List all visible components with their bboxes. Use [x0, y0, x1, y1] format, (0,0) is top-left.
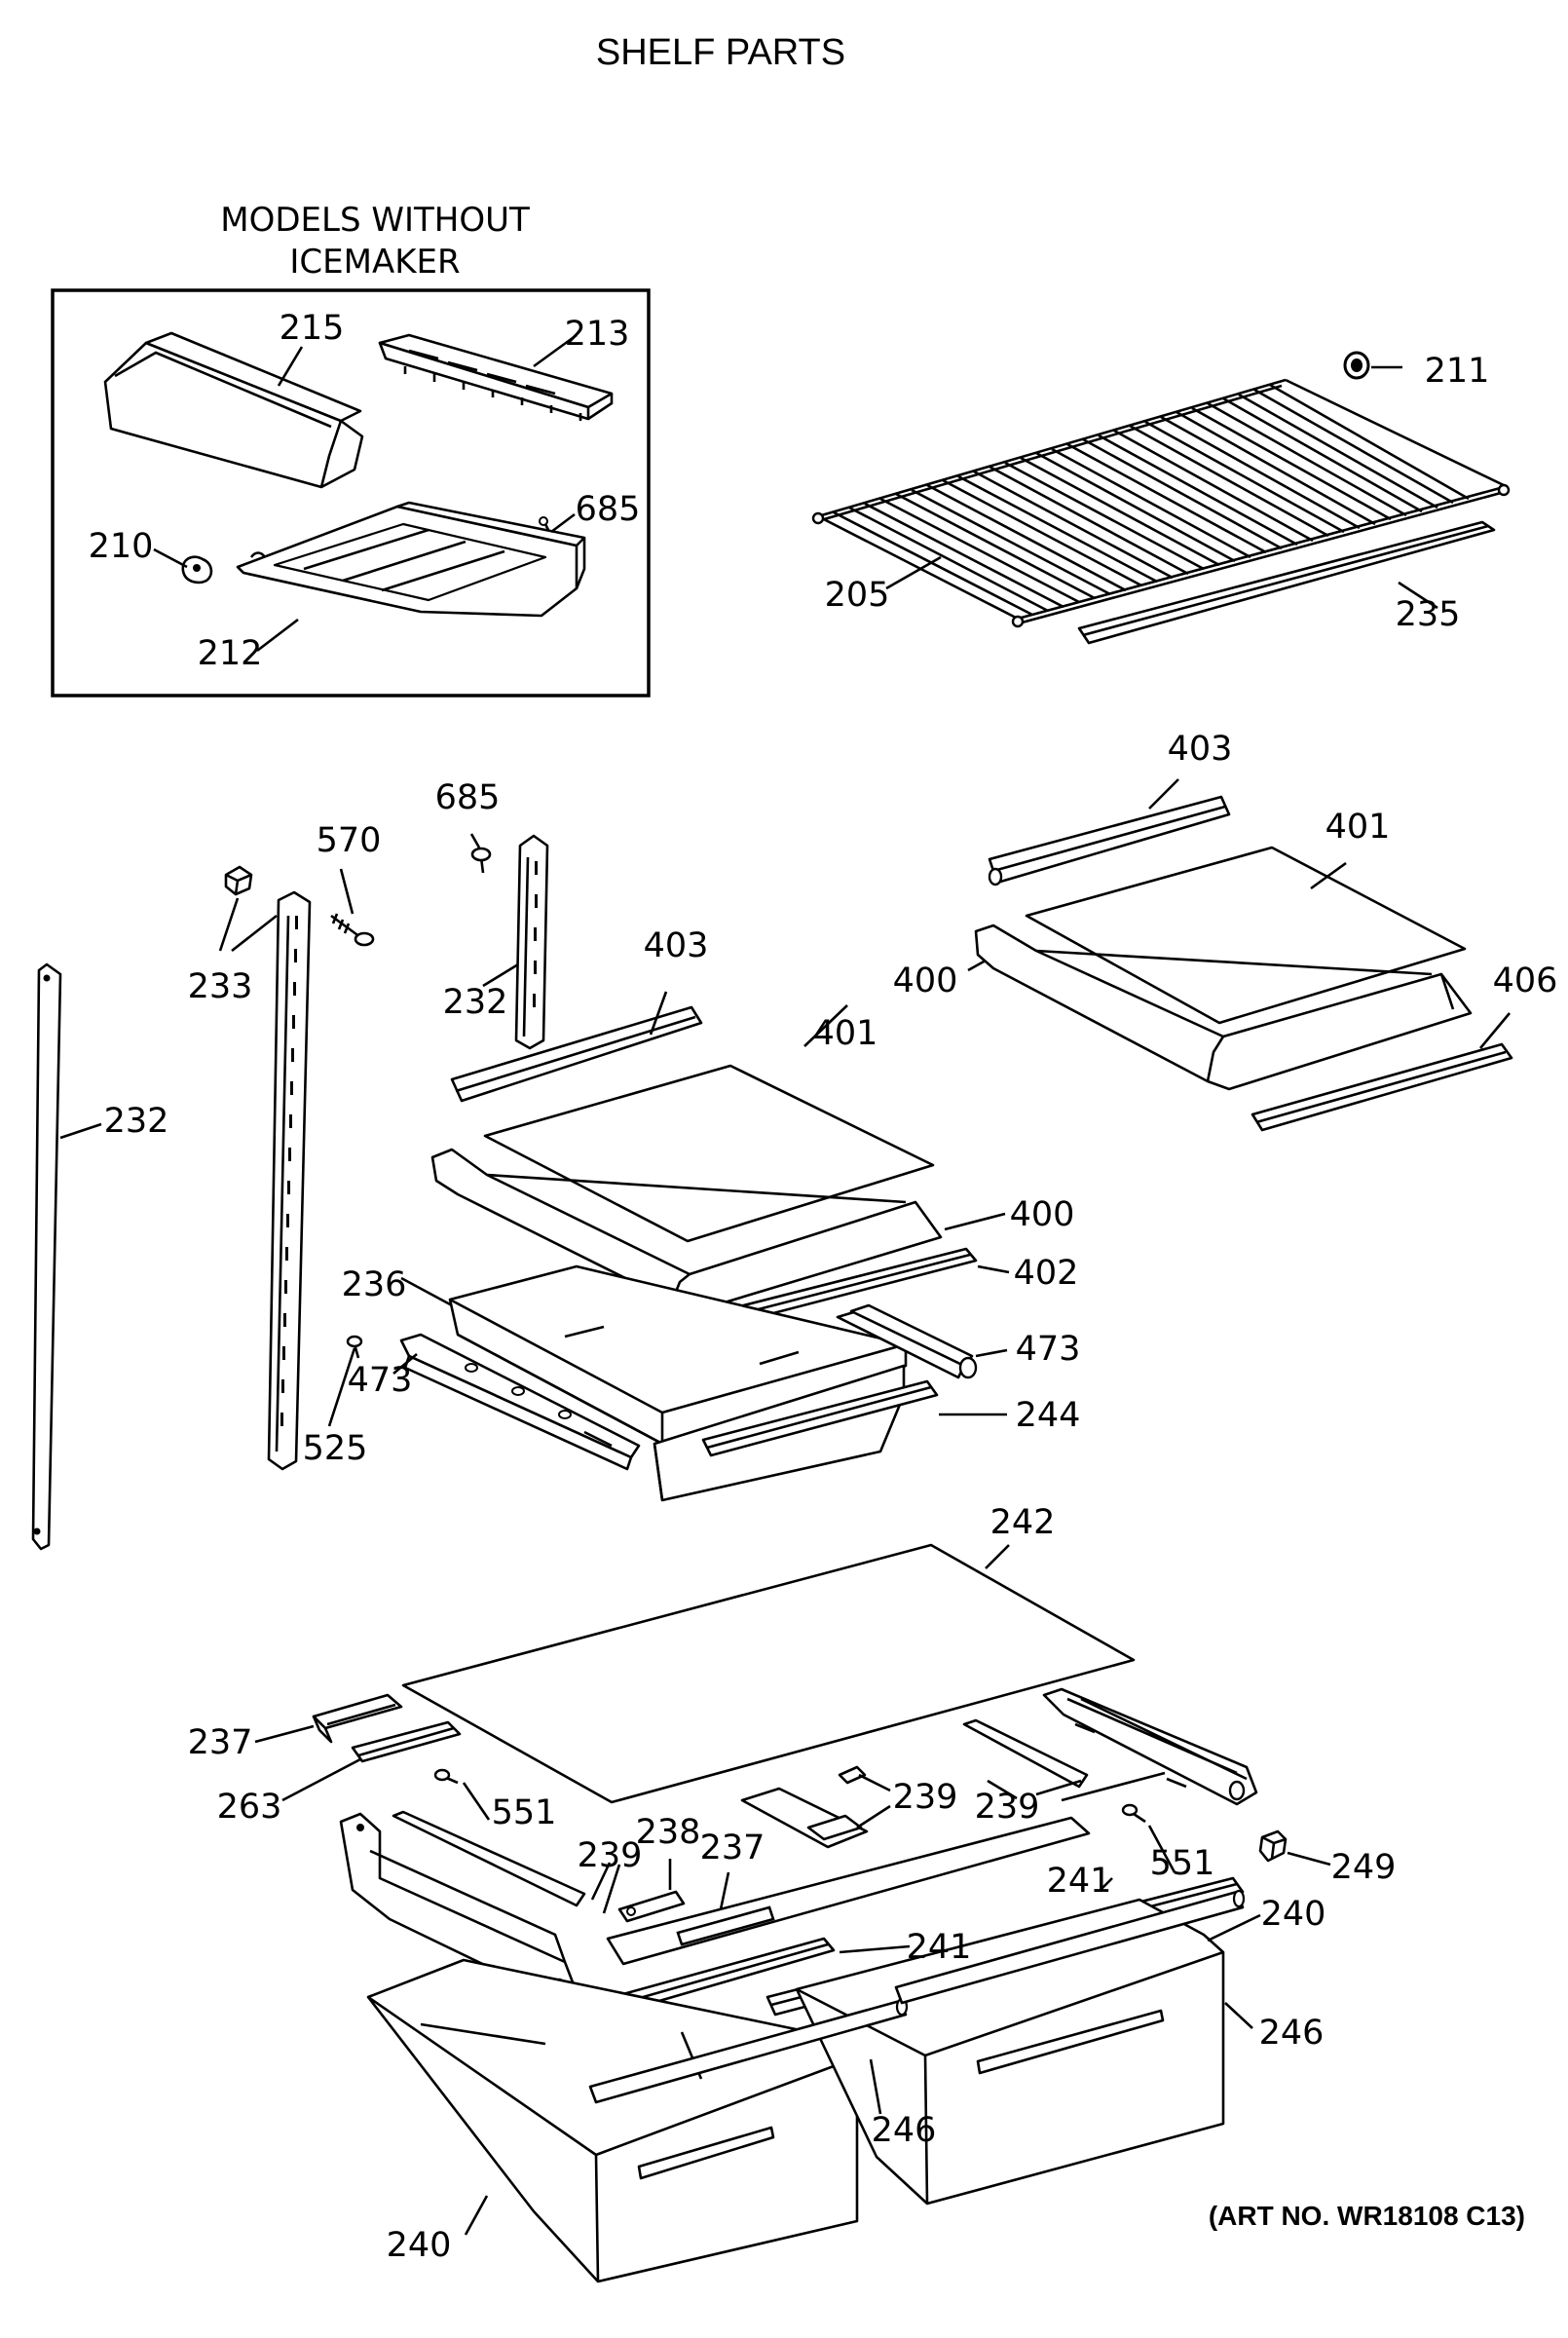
callout-263: 263 — [217, 1788, 282, 1827]
callout-473-left: 473 — [348, 1361, 413, 1400]
part-240-crisper-pan-left — [366, 1958, 859, 2283]
callout-249: 249 — [1331, 1848, 1397, 1887]
callout-239-right: 239 — [975, 1788, 1040, 1827]
callout-237-left: 237 — [188, 1723, 253, 1762]
part-211-end-cap — [1343, 351, 1370, 380]
part-401-glass-upper-right — [1025, 846, 1467, 1025]
callout-400-upper: 400 — [893, 962, 958, 1000]
callout-685: 685 — [435, 778, 501, 817]
part-213-ice-tray — [378, 333, 614, 421]
callout-401-upper: 401 — [1325, 808, 1391, 847]
callout-242: 242 — [990, 1503, 1056, 1542]
callout-551-left: 551 — [492, 1793, 557, 1832]
callout-235: 235 — [1396, 595, 1461, 634]
icemaker-inset: MODELS WITHOUT ICEMAKER — [51, 201, 651, 698]
part-473-slide-rail-right — [836, 1303, 978, 1379]
callout-205: 205 — [825, 576, 890, 615]
part-239-crisper-side-rail-right — [1042, 1687, 1258, 1806]
callout-labels: 215 213 685 210 212 211 205 235 403 401 … — [89, 309, 1558, 2265]
part-400-shelf-frame-upper-right — [974, 924, 1473, 1091]
callout-241-right: 241 — [1047, 1862, 1112, 1901]
callout-238: 238 — [636, 1813, 701, 1852]
callout-212: 212 — [198, 634, 263, 673]
part-246-pan-handle-right — [894, 1889, 1246, 2005]
callout-402: 402 — [1014, 1254, 1079, 1293]
diagram-title: SHELF PARTS — [596, 32, 845, 73]
part-403-front-trim-upper-right — [988, 795, 1231, 886]
callout-401-middle: 401 — [813, 1014, 878, 1053]
callout-241-left: 241 — [907, 1928, 972, 1967]
part-240-crisper-pan-right — [795, 1898, 1225, 2206]
part-551-screw-right — [1121, 1803, 1146, 1824]
callout-240-right: 240 — [1261, 1895, 1326, 1934]
callout-240-left: 240 — [387, 2226, 452, 2265]
part-406-rear-trim — [1251, 1042, 1513, 1132]
part-685-screw-inset — [539, 516, 552, 535]
callout-406: 406 — [1493, 962, 1558, 1000]
part-239-center-rail — [962, 1718, 1089, 1789]
callout-551-right: 551 — [1150, 1844, 1215, 1883]
callout-233: 233 — [188, 967, 253, 1006]
part-551-screw-left — [433, 1768, 459, 1785]
part-233-ladder-cap — [224, 865, 253, 896]
part-473-slide-rail-left — [399, 1333, 641, 1471]
part-685-screw — [470, 847, 492, 874]
part-242-crisper-cover-glass — [401, 1543, 1136, 1804]
callout-237-front: 237 — [700, 1829, 765, 1867]
inset-heading-line1: MODELS WITHOUT — [220, 201, 530, 240]
callout-246-right: 246 — [1259, 2014, 1325, 2053]
callout-400-middle: 400 — [1010, 1195, 1075, 1234]
callout-213: 213 — [565, 315, 630, 354]
callout-239-center: 239 — [893, 1778, 958, 1817]
part-237-cover-support-front — [606, 1816, 1091, 1966]
callout-403-upper: 403 — [1168, 730, 1233, 769]
part-238-cover-support — [617, 1890, 686, 1923]
callout-403-middle: 403 — [644, 926, 709, 965]
callout-244: 244 — [1016, 1396, 1081, 1435]
callout-232-center: 232 — [443, 983, 508, 1022]
part-239-crisper-side-rail-left — [339, 1810, 586, 2001]
leader-lines — [59, 333, 1511, 2236]
callout-473-right: 473 — [1016, 1330, 1081, 1369]
part-205-wire-shelf — [811, 378, 1511, 628]
part-237-cover-support-left — [312, 1693, 403, 1744]
callout-210: 210 — [89, 527, 154, 566]
part-239-center-bracket — [740, 1765, 869, 1849]
part-232-ladder-left — [31, 962, 62, 1551]
callout-525: 525 — [303, 1429, 368, 1468]
callout-236: 236 — [342, 1265, 407, 1304]
part-244-pan-trim — [701, 1379, 939, 1457]
part-232-ladder-center — [514, 834, 549, 1050]
callout-239-left: 239 — [578, 1836, 643, 1875]
part-236-pan-cover — [448, 1264, 908, 1447]
part-570-screw — [330, 913, 375, 947]
part-263-cover-support — [351, 1720, 462, 1763]
part-525-screw — [346, 1335, 363, 1359]
callout-570: 570 — [317, 821, 382, 860]
inset-frame — [51, 288, 651, 698]
callout-246-left: 246 — [872, 2111, 937, 2150]
callout-685-inset: 685 — [576, 490, 641, 529]
part-210-clip — [181, 555, 213, 584]
part-212-bucket-support — [236, 501, 586, 618]
callout-215: 215 — [280, 309, 345, 348]
callout-211: 211 — [1425, 352, 1490, 391]
part-249-cover-stop — [1258, 1829, 1288, 1863]
part-403-front-trim-middle — [450, 1005, 703, 1103]
callout-232-left: 232 — [104, 1102, 169, 1141]
art-number: (ART NO. WR18108 C13) — [1209, 2201, 1525, 2231]
part-215-ice-bucket — [103, 331, 364, 489]
part-232-ladder-right — [267, 890, 312, 1471]
inset-heading-line2: ICEMAKER — [289, 243, 460, 282]
part-235-shelf-trim — [1077, 520, 1496, 645]
